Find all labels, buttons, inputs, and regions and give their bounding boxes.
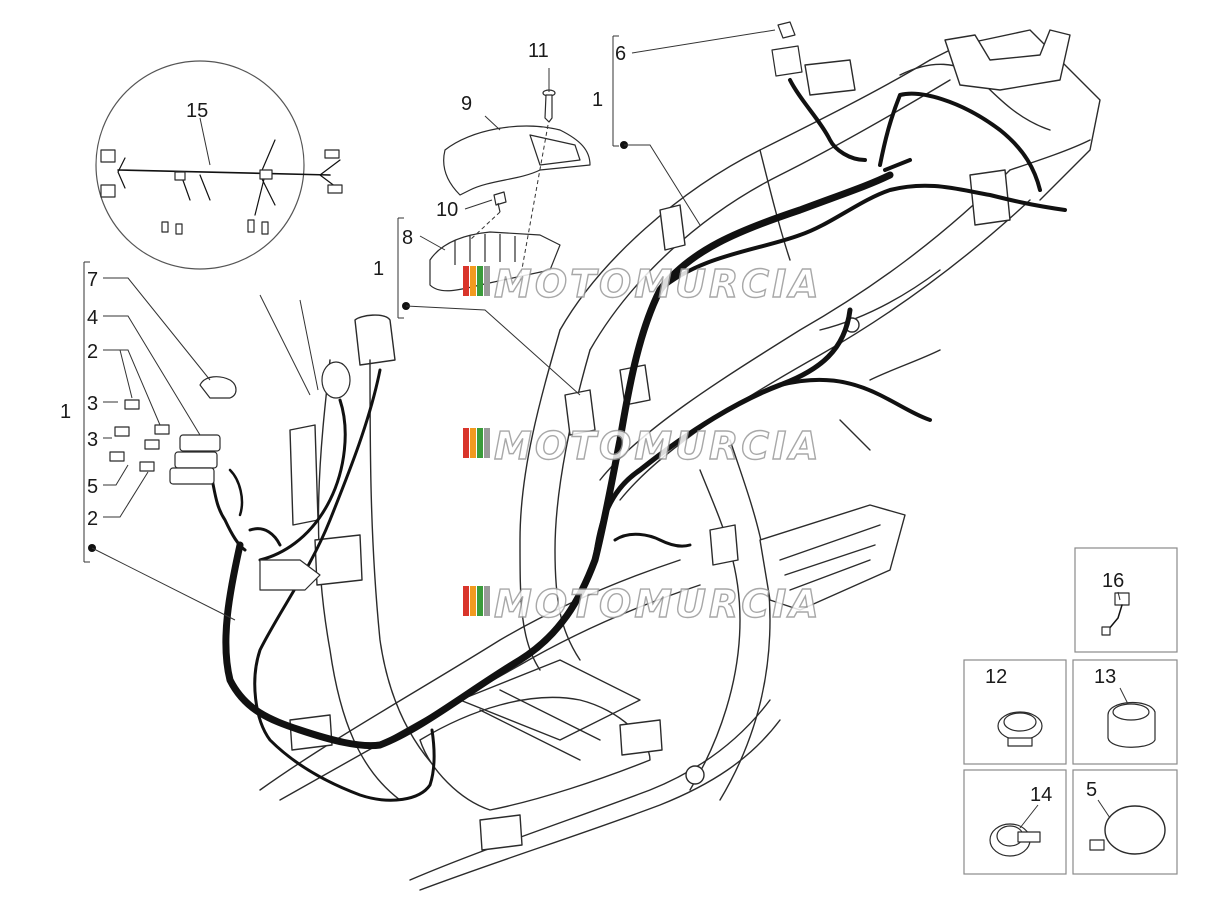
watermark-bottom: MOTOMURCIA — [463, 581, 822, 627]
clamp-icon — [1107, 701, 1156, 748]
main-wiring-harness — [208, 78, 1067, 802]
callout-3-lower: 3 — [87, 429, 98, 451]
headlight-cover-part — [443, 125, 591, 196]
watermark-text: MOTOMURCIA — [494, 262, 822, 306]
fuse-icons — [109, 399, 170, 472]
callout-4: 4 — [87, 307, 98, 329]
connector-housing-part — [429, 231, 561, 292]
callout-13: 13 — [1094, 666, 1116, 688]
clip-icon — [199, 376, 237, 399]
part-box-5 — [1072, 769, 1178, 875]
callout-1-left: 1 — [60, 401, 71, 423]
watermark-top: MOTOMURCIA — [463, 261, 822, 307]
callout-3-upper: 3 — [87, 393, 98, 415]
callout-1-middle: 1 — [373, 258, 384, 280]
part-box-14 — [963, 769, 1067, 875]
callout-16: 16 — [1102, 570, 1124, 592]
cable-tie-icon — [1089, 805, 1166, 855]
watermark-text: MOTOMURCIA — [494, 582, 822, 626]
callout-1-top: 1 — [592, 89, 603, 111]
part-box-13 — [1072, 659, 1178, 765]
callout-11: 11 — [528, 40, 549, 62]
callout-2-upper: 2 — [87, 341, 98, 363]
screw-icon — [542, 89, 556, 123]
part-box-12 — [963, 659, 1067, 765]
callout-labels: 15 11 9 10 8 1 6 1 7 4 2 3 3 5 2 1 16 12… — [60, 40, 1124, 806]
callout-12: 12 — [985, 666, 1007, 688]
callout-10: 10 — [436, 199, 458, 221]
hose-clamp-icon — [997, 711, 1043, 747]
harness-detail-circle — [95, 60, 343, 270]
small-screw-icon — [493, 191, 507, 213]
relay-icon — [771, 21, 803, 77]
scooter-frame-drawing — [259, 29, 1101, 891]
callout-5-left: 5 — [87, 476, 98, 498]
relay-group-icon — [169, 434, 221, 485]
part-box-16 — [1074, 547, 1178, 653]
hose-clamp-icon — [989, 823, 1041, 857]
callout-15: 15 — [186, 100, 208, 122]
callout-2-lower: 2 — [87, 508, 98, 530]
watermark-text: MOTOMURCIA — [494, 424, 822, 468]
callout-5-box: 5 — [1086, 779, 1097, 801]
callout-14: 14 — [1030, 784, 1052, 806]
callout-leaders — [83, 29, 776, 621]
callout-7: 7 — [87, 269, 98, 291]
callout-8: 8 — [402, 227, 413, 249]
callout-6: 6 — [615, 43, 626, 65]
watermark-middle: MOTOMURCIA — [463, 423, 822, 469]
callout-9: 9 — [461, 93, 472, 115]
